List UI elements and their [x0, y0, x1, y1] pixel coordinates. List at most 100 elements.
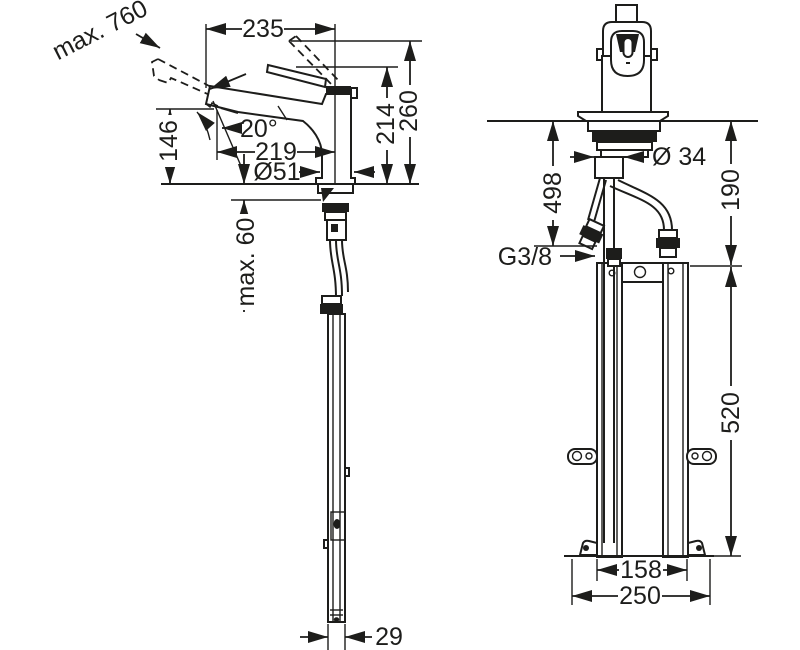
- fixation-block-dark: [592, 131, 657, 142]
- rail-nub-right: [344, 467, 350, 477]
- supply-hose-right-inner: [609, 185, 665, 231]
- fixation-washer: [596, 141, 653, 151]
- g38-nut-dark: [606, 248, 622, 259]
- neck-tab-left: [596, 48, 604, 61]
- side-view: max. 760 235 146 20°: [48, 0, 423, 650]
- valve-sleeve: [658, 229, 678, 239]
- fixation-wedge: [321, 188, 334, 202]
- neck-tab-right: [650, 48, 658, 61]
- shank-collar: [324, 211, 347, 221]
- fixation-nut: [600, 149, 649, 158]
- rail-endcap-slot: [333, 617, 340, 622]
- label-bg-250: [618, 584, 662, 608]
- base-flange-front: [577, 111, 669, 122]
- guide-rail-outline: [327, 313, 346, 623]
- frame-foot-right-bolt: [696, 545, 702, 551]
- dimension-498: 498: [534, 121, 597, 247]
- rail-nub-left: [323, 539, 329, 549]
- label-bg-max-60: [234, 214, 258, 310]
- hose-line-1: [329, 239, 337, 299]
- dimension-29: 29: [300, 623, 403, 650]
- pullout-spray-raised-dashed: [151, 58, 214, 97]
- raised-spray-top-edge: [157, 58, 214, 89]
- dim-label-214: 214: [372, 103, 400, 145]
- spray-head-seam: [277, 105, 288, 121]
- raised-handle-tip: [288, 35, 297, 42]
- hose-line-2: [335, 239, 343, 297]
- aerator-face: [220, 107, 239, 114]
- dimension-20deg: 20°: [196, 100, 278, 167]
- valve-body: [659, 247, 677, 258]
- rail-clip-slot: [333, 519, 341, 529]
- crossbar-hole-right: [667, 267, 675, 275]
- dim-label-g38: G3/8: [498, 243, 552, 271]
- front-view: Ø 34 498 190 G3/8 520: [487, 4, 758, 610]
- supply-hose-left-1: [587, 177, 601, 221]
- max-760-leader-arrow: [135, 32, 161, 49]
- dim-label-190: 190: [717, 169, 745, 211]
- dimension-g38: G3/8: [498, 243, 595, 271]
- g38-nut-collar: [607, 258, 621, 267]
- side-clip-right-hole-big: [701, 450, 713, 462]
- connector-nut-dark: [579, 225, 604, 244]
- handle-stub: [615, 4, 638, 23]
- side-clip-left-hole-big: [571, 450, 583, 462]
- dim-label-235: 235: [242, 15, 284, 43]
- dim-label-146: 146: [155, 120, 183, 162]
- supply-hose-right-outer: [617, 179, 673, 231]
- dimension-214: 214: [296, 66, 400, 184]
- dim-label-219: 219: [255, 138, 297, 166]
- dim-label-520: 520: [717, 392, 745, 434]
- label-bg-158: [619, 558, 663, 582]
- installation-frame: [564, 262, 741, 558]
- dim-label-d34: Ø 34: [652, 143, 706, 171]
- side-clip-right-hole-small: [691, 452, 699, 460]
- label-bg-146: [157, 115, 181, 167]
- raised-handle-edge-2: [295, 35, 340, 82]
- side-clip-left-hole-small: [585, 452, 593, 460]
- hose-nub: [350, 87, 358, 99]
- label-bg-219: [255, 140, 297, 164]
- mounting-shank-side: [317, 183, 354, 314]
- faucet-front-silhouette: [577, 4, 669, 122]
- guide-rail-side: [323, 313, 350, 623]
- dimension-d34: Ø 34: [570, 143, 706, 171]
- dim-label-max-60: max. 60: [232, 218, 260, 307]
- crossbar-hole-center: [633, 265, 647, 279]
- label-bg-498: [541, 166, 565, 220]
- frame-rail-left: [596, 262, 623, 558]
- mounting-shank-front: [578, 120, 680, 543]
- dimension-158: 158: [596, 556, 688, 584]
- dimension-250: 250: [571, 559, 711, 610]
- dim-label-498: 498: [539, 172, 567, 214]
- dim-label-158: 158: [620, 556, 662, 584]
- angle-arc-arrow: [196, 111, 215, 141]
- dim-label-d51: Ø51: [253, 158, 300, 186]
- dimension-max-760: max. 760: [48, 0, 247, 90]
- escutcheon-underside: [587, 120, 661, 132]
- label-bg-235: [242, 17, 284, 41]
- dim-label-max-760: max. 760: [48, 0, 152, 66]
- dim-label-29: 29: [375, 623, 403, 650]
- dim-label-250: 250: [619, 582, 661, 610]
- label-bg-260: [397, 85, 421, 137]
- dimension-190: 190: [690, 121, 745, 267]
- cartridge-cap-band: [326, 86, 351, 94]
- fixation-nut-dark: [322, 203, 349, 212]
- raised-spray-outlet-face: [151, 58, 160, 81]
- frame-rail-right: [662, 262, 689, 558]
- supply-hose-left-2: [593, 179, 607, 223]
- frame-foot-left-bolt: [583, 545, 589, 551]
- dimension-520: 520: [717, 267, 745, 556]
- hose-line-3: [341, 239, 349, 293]
- rail-coupler-nut: [320, 304, 343, 314]
- faucet-handle-lever: [265, 63, 328, 89]
- dimension-235: 235: [205, 15, 336, 184]
- label-bg-190: [719, 164, 743, 216]
- dim-label-260: 260: [395, 90, 423, 132]
- dimension-d51: Ø51: [253, 158, 375, 186]
- label-bg-520: [719, 386, 743, 440]
- rail-clip-window: [330, 511, 346, 541]
- shank-detail: [331, 224, 338, 232]
